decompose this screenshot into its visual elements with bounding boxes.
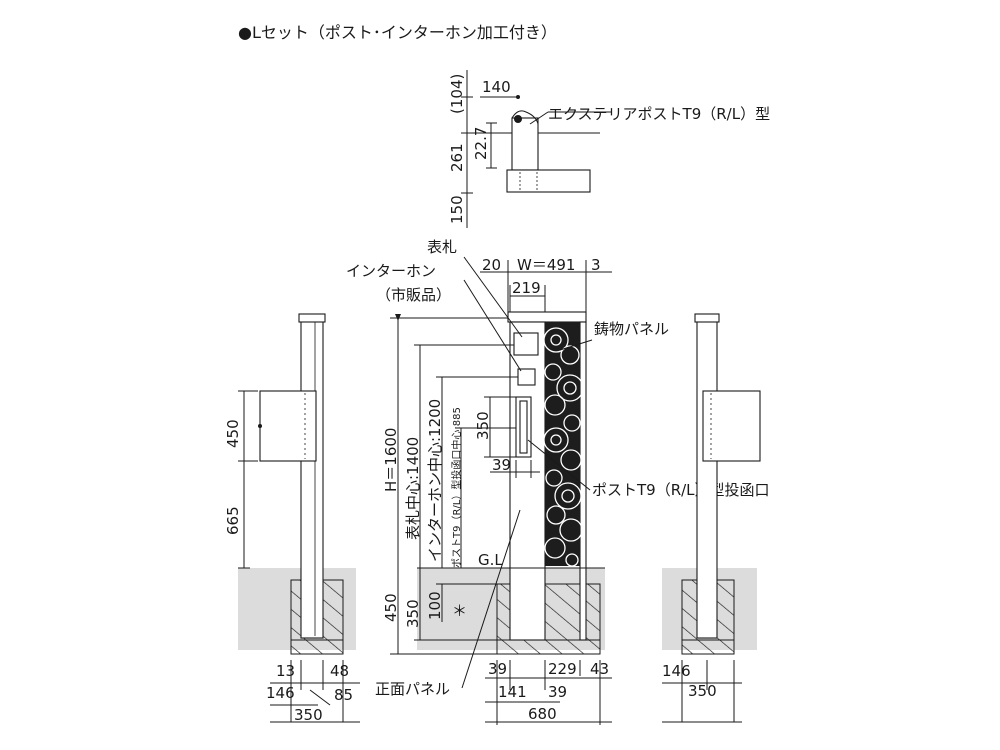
top-dim-261: 261	[448, 143, 466, 172]
front-dim-b229: 229	[548, 660, 577, 678]
left-dim-13: 13	[276, 662, 295, 680]
front-dim-450-depth: 450	[382, 593, 400, 622]
front-dim-slot-center: ポストT9（R/L）型投函口中心:885	[450, 407, 463, 568]
top-dim-22-7: 22.7	[472, 127, 490, 160]
front-dim-b43: 43	[590, 660, 609, 678]
right-side-view: 146 350	[662, 313, 761, 723]
front-dim-b680: 680	[528, 705, 557, 723]
front-dim-39-slot: 39	[492, 456, 511, 474]
label-cast-panel: 鋳物パネル	[594, 320, 669, 338]
top-view: エクステリアポストT9（R/L）型 (104) 140 261 22.7 150	[448, 70, 770, 228]
label-mail-slot: ポストT9（R/L）型投函口	[592, 481, 770, 499]
label-intercom-note: （市販品）	[376, 286, 451, 304]
front-dim-350-depth: 350	[404, 599, 422, 628]
label-front-panel: 正面パネル	[375, 680, 450, 698]
front-dim-nameplate-center: 表札中心:1400	[404, 437, 422, 540]
front-dim-100: 100	[426, 591, 444, 620]
front-dim-20: 20	[482, 256, 501, 274]
left-dim-146: 146	[266, 684, 295, 702]
diagram-title: ●Lセット（ポスト･インターホン加工付き）	[238, 23, 557, 42]
right-dim-350: 350	[688, 682, 717, 700]
left-dim-450: 450	[224, 419, 242, 448]
front-dim-width: W＝491	[517, 256, 575, 274]
front-asterisk: ＊	[452, 602, 467, 620]
front-dim-height: H＝1600	[382, 428, 400, 492]
front-dim-b39: 39	[488, 660, 507, 678]
left-dim-665: 665	[224, 506, 242, 535]
left-side-view: 450 665 13 48 146 85 350	[224, 313, 360, 724]
front-view: 20 W＝491 3 219 表札 インターホン （市販品） 鋳物パネル ポスト…	[346, 238, 770, 725]
front-dim-b39b: 39	[548, 683, 567, 701]
front-dim-3: 3	[591, 256, 601, 274]
left-dim-85: 85	[334, 686, 353, 704]
label-nameplate: 表札	[427, 238, 457, 256]
right-dim-146: 146	[662, 662, 691, 680]
front-dim-219: 219	[512, 279, 541, 297]
label-gl: G.L	[478, 551, 503, 569]
top-post-model-label: エクステリアポストT9（R/L）型	[548, 105, 770, 123]
label-intercom: インターホン	[346, 262, 436, 280]
front-dim-b141: 141	[498, 683, 527, 701]
top-dim-140: 140	[482, 78, 511, 96]
left-dim-48: 48	[330, 662, 349, 680]
left-dim-350: 350	[294, 706, 323, 724]
front-dim-350-slot: 350	[474, 411, 492, 440]
top-dim-104: (104)	[448, 74, 466, 114]
front-dim-intercom-center: インターホン中心:1200	[426, 399, 444, 562]
top-dim-150: 150	[448, 195, 466, 224]
